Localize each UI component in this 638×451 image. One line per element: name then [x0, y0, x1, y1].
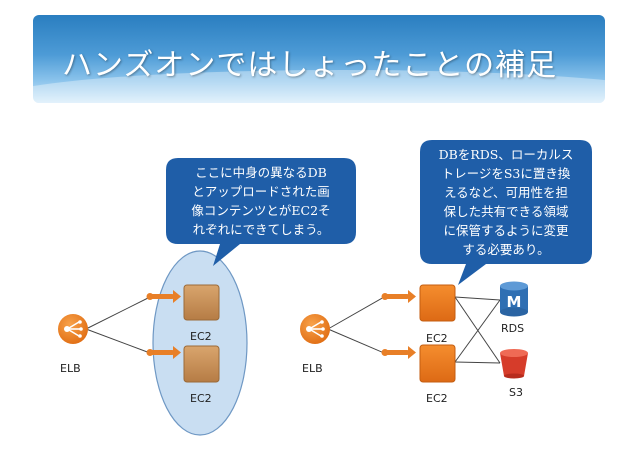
storage-link-line — [454, 299, 501, 363]
s3-label: S3 — [509, 386, 523, 399]
callout-line: する必要あり。 — [462, 242, 550, 257]
title-banner — [33, 15, 605, 103]
right-callout-bubble — [420, 140, 592, 285]
callout-line: に保管するように変更 — [443, 223, 569, 238]
storage-link-line — [454, 296, 501, 364]
elb-icon — [58, 314, 88, 344]
ec2-label: EC2 — [426, 392, 448, 405]
arrow-icon — [381, 346, 416, 359]
callout-line: DBをRDS、ローカルス — [438, 147, 574, 162]
ec2-label: EC2 — [190, 392, 212, 405]
right-callout-text: DBをRDS、ローカルス トレージをS3に置き換 えるなど、可用性を担 保した共… — [420, 145, 592, 259]
ec2-group-ellipse — [152, 250, 248, 436]
ec2-instance-icon — [419, 344, 456, 383]
elb-link-line — [327, 296, 385, 330]
storage-link-line — [454, 296, 501, 301]
ec2-label: EC2 — [190, 330, 212, 343]
arrow-icon — [146, 346, 181, 359]
callout-line: れぞれにできてしまう。 — [192, 222, 330, 237]
elb-link-line — [85, 296, 151, 330]
left-callout-text: ここに中身の異なるDB とアップロードされた画 像コンテンツとがEC2そ れぞれ… — [166, 163, 356, 239]
storage-link-line — [454, 361, 501, 364]
elb-label: ELB — [60, 362, 81, 375]
callout-line: ここに中身の異なるDB — [195, 165, 327, 180]
elb-link-line — [85, 328, 151, 354]
elb-icon — [300, 314, 330, 344]
callout-line: えるなど、可用性を担 — [443, 185, 568, 200]
ec2-instance-icon — [183, 345, 220, 383]
callout-line: トレージをS3に置き換 — [441, 166, 571, 181]
elb-label: ELB — [302, 362, 323, 375]
rds-icon-letter: M — [507, 293, 522, 311]
callout-line: 像コンテンツとがEC2そ — [191, 203, 331, 218]
ec2-instance-icon — [419, 284, 456, 322]
rds-label: RDS — [501, 322, 525, 335]
s3-bucket-icon — [500, 349, 528, 379]
rds-database-icon: M — [500, 281, 528, 317]
ec2-label: EC2 — [426, 332, 448, 345]
elb-link-line — [327, 328, 385, 354]
arrow-icon — [381, 290, 416, 303]
callout-line: 保した共有できる領域 — [443, 204, 569, 219]
left-callout-bubble — [166, 158, 356, 266]
slide-title: ハンズオンではしょったことの補足 — [62, 48, 558, 83]
arrow-icon — [146, 290, 181, 303]
callout-line: とアップロードされた画 — [192, 184, 330, 199]
ec2-instance-icon — [183, 284, 220, 321]
